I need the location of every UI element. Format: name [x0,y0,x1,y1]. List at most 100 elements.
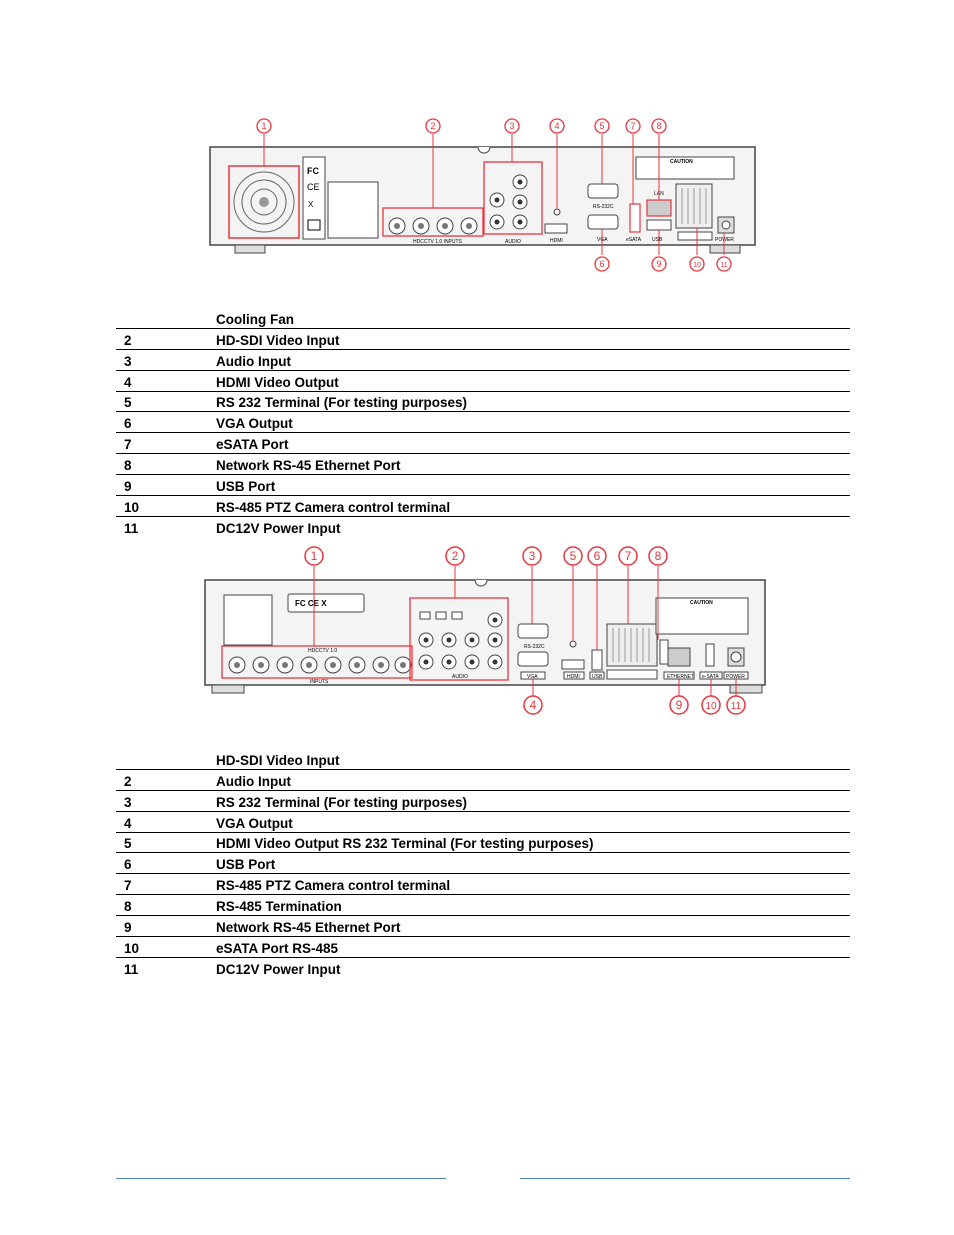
item-label: Network RS-45 Ethernet Port [216,458,401,474]
footer-rule-left [116,1178,446,1179]
item-label: RS 232 Terminal (For testing purposes) [216,395,468,411]
item-label: Audio Input [216,773,291,789]
item-number: 3 [124,353,132,369]
item-number: 4 [124,815,132,831]
rs232c-label: RS-232C [524,644,545,650]
item-number: 8 [124,899,132,915]
usb-label: USB [652,237,663,243]
item-label: HD-SDI Video Input [216,332,340,348]
callout-markers: 1 2 3 4 5 6 7 8 9 10 11 [304,546,746,715]
table-row: 5 HDMI Video Output RS 232 Terminal (For … [116,832,850,853]
usb-label: USB [592,674,603,680]
svg-text:6: 6 [599,259,604,269]
item-number: 11 [124,961,139,977]
item-label: Network RS-45 Ethernet Port [216,920,401,936]
power-label: POWER [726,674,745,680]
svg-text:4: 4 [530,698,537,712]
svg-text:2: 2 [430,121,435,131]
table-row: 9 Network RS-45 Ethernet Port [116,916,850,937]
table-row: 10 RS-485 PTZ Camera control terminal [116,496,850,517]
svg-text:2: 2 [452,549,459,563]
item-number: 5 [124,836,132,852]
hdmi-label: HDMI [550,238,563,244]
item-label: HDMI Video Output [216,374,339,390]
item-label: USB Port [216,857,276,873]
inputs-label: INPUTS [310,679,329,685]
svg-text:4: 4 [554,121,559,131]
item-number: 5 [124,395,132,411]
item-label: RS-485 Termination [216,899,342,915]
svg-text:6: 6 [594,549,601,563]
caution-label: CAUTION [690,600,713,606]
item-label: RS-485 PTZ Camera control terminal [216,499,451,515]
svg-text:CE: CE [307,182,320,192]
audio-label: AUDIO [452,674,468,680]
item-label: Cooling Fan [216,311,294,327]
power-label: POWER [715,237,734,243]
table-row: 7 RS-485 PTZ Camera control terminal [116,874,850,895]
item-label: USB Port [216,479,276,495]
hdsdi-connectors [228,656,412,674]
item-label: DC12V Power Input [216,520,341,536]
rs232c-label: RS-232C [593,204,614,210]
audio-label: AUDIO [505,239,521,245]
item-label: RS-485 PTZ Camera control terminal [216,878,451,894]
item-label: VGA Output [216,815,293,831]
svg-text:FC CE X: FC CE X [295,599,327,608]
svg-text:11: 11 [731,701,742,712]
item-label: RS 232 Terminal (For testing purposes) [216,794,468,810]
table-row: Cooling Fan [116,308,850,329]
ethernet-label: ETHERNET [667,674,694,680]
svg-text:8: 8 [655,549,662,563]
table-row: 2 HD-SDI Video Input [116,328,850,350]
table-row: 5 RS 232 Terminal (For testing purposes) [116,391,850,412]
vga-label: VGA [597,237,608,243]
table-row: 10 eSATA Port RS-485 [116,937,850,958]
svg-text:9: 9 [656,259,661,269]
item-number: 8 [124,458,132,474]
hdcctv-label: HDCCTV 1.0 INPUTS [413,239,463,245]
table-row: 4 VGA Output [116,811,850,833]
item-number: 2 [124,773,132,789]
dvr-rear-panel-diagram-2: FC CE X HDCCTV 1.0 INPUTS AUDIO RS-232C … [204,546,766,715]
item-number: 2 [124,332,132,348]
item-number: 10 [124,940,140,956]
item-number [116,749,208,769]
hdcctv-label: HDCCTV 1.0 [308,648,337,654]
audio-connectors [418,611,503,670]
svg-text:X: X [308,200,314,209]
svg-text:10: 10 [693,262,701,269]
caution-label: CAUTION [670,159,693,165]
item-label: VGA Output [216,416,293,432]
item-number: 9 [124,920,132,936]
svg-text:5: 5 [570,549,577,563]
svg-text:1: 1 [311,549,318,563]
item-number: 7 [124,878,132,894]
item-label: HDMI Video Output RS 232 Terminal (For t… [216,836,594,852]
table-row: 8 RS-485 Termination [116,895,850,916]
table-row: 11 DC12V Power Input [116,957,850,977]
svg-text:9: 9 [676,698,683,712]
svg-text:3: 3 [529,549,536,563]
esata-label: e-SATA [702,674,719,680]
footer-rule-right [520,1178,850,1179]
item-label: eSATA Port RS-485 [216,940,339,956]
item-number: 10 [124,499,140,515]
item-label: eSATA Port [216,437,289,453]
item-label: DC12V Power Input [216,961,341,977]
svg-text:8: 8 [656,121,661,131]
esata-label: eSATA [626,237,642,243]
svg-text:7: 7 [630,121,635,131]
svg-text:5: 5 [599,121,604,131]
table-row: 8 Network RS-45 Ethernet Port [116,454,850,475]
table-row: HD-SDI Video Input [116,749,850,770]
